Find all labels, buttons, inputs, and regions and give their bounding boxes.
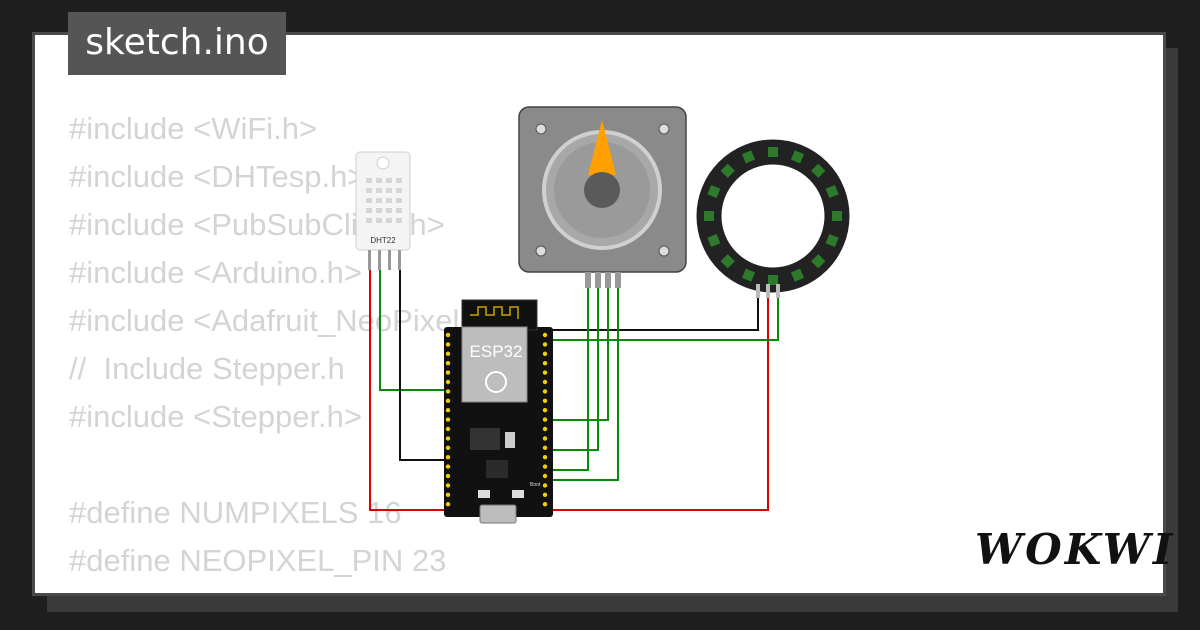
neopixel-led	[825, 184, 839, 199]
board-label: ESP32	[470, 342, 523, 361]
header-pin	[445, 379, 451, 385]
header-pin	[445, 342, 451, 347]
header-pin	[445, 361, 451, 366]
header-pin	[445, 445, 451, 450]
dht22-sensor[interactable]: DHT22	[355, 151, 411, 270]
header-pin	[542, 473, 548, 479]
header-pin	[445, 417, 451, 422]
header-pin	[542, 408, 548, 413]
tab-sketch[interactable]: sketch.ino	[68, 12, 286, 75]
code-line: // Include Stepper.h	[69, 351, 345, 386]
header-pin	[445, 455, 451, 460]
wire-green-stepper-a	[548, 288, 589, 471]
neopixel-led	[768, 275, 778, 285]
header-pin	[542, 445, 548, 450]
header-pin	[542, 483, 548, 488]
neopixel-led	[720, 254, 735, 269]
neopixel-led	[707, 233, 721, 248]
neopixel-led	[832, 211, 842, 221]
header-pin	[542, 417, 548, 422]
header-pin	[542, 502, 548, 507]
code-line: #include <Stepper.h>	[69, 399, 363, 434]
wire-green-stepper-b	[548, 288, 599, 451]
stepper-motor[interactable]	[518, 106, 687, 288]
neopixel-led	[790, 150, 805, 164]
neopixel-led	[790, 268, 805, 282]
header-pin	[542, 332, 548, 338]
header-pin	[445, 492, 451, 497]
header-pin	[542, 398, 548, 403]
header-pin	[542, 351, 548, 356]
wire-black-gnd	[399, 270, 450, 461]
header-pin	[542, 436, 548, 441]
header-pin	[445, 408, 451, 413]
neopixel-led	[741, 150, 756, 164]
neopixel-led	[811, 254, 826, 269]
header-pin	[445, 426, 451, 432]
header-pin	[445, 483, 451, 488]
wire-red-vcc	[369, 270, 769, 511]
header-pin	[445, 436, 451, 441]
neopixel-led	[720, 163, 735, 178]
neopixel-led	[768, 147, 778, 157]
neopixel-led	[741, 268, 756, 282]
esp32-board[interactable]: ESP32 Boot	[444, 299, 553, 524]
neopixel-led	[704, 211, 714, 221]
wire-black-ring-gnd	[548, 296, 759, 331]
sensor-label: DHT22	[370, 236, 396, 245]
header-pin	[445, 389, 451, 394]
header-pin	[445, 332, 451, 338]
code-line: #include <DHTesp.h>	[69, 159, 366, 194]
header-pin	[445, 473, 451, 479]
wire-green-dht	[379, 270, 450, 391]
code-line: #define DHT_PIN 22	[69, 585, 503, 593]
header-pin	[542, 426, 548, 432]
stepper-pointer	[588, 120, 616, 175]
header-pin	[542, 370, 548, 375]
code-line: #define NEOPIXEL_PIN 23	[69, 543, 447, 578]
neopixel-ring[interactable]	[696, 139, 850, 298]
wokwi-logo: WOKWI	[975, 525, 1176, 574]
usb-port	[479, 504, 517, 524]
neopixel-led	[707, 184, 721, 199]
neopixel-led	[811, 163, 826, 178]
header-pin	[445, 351, 451, 356]
header-pin	[445, 398, 451, 403]
header-pin	[445, 370, 451, 375]
header-pin	[445, 502, 451, 507]
header-pin	[542, 455, 548, 460]
header-pin	[542, 379, 548, 385]
wire-green-stepper-d	[548, 288, 619, 481]
header-pin	[542, 342, 548, 347]
neopixel-led	[825, 233, 839, 248]
code-line: #include <Arduino.h>	[69, 255, 363, 290]
code-line: #define NUMPIXELS 16	[69, 495, 402, 530]
header-pin	[542, 361, 548, 366]
wire-green-ring-data	[548, 296, 779, 341]
header-pin	[542, 464, 548, 469]
header-pin	[445, 464, 451, 469]
header-pin	[542, 492, 548, 497]
wire-green-stepper-c	[548, 288, 609, 421]
espressif-logo-icon	[485, 371, 507, 393]
boot-label: Boot	[530, 482, 541, 488]
code-line: #include <WiFi.h>	[69, 111, 318, 146]
header-pin	[542, 389, 548, 394]
